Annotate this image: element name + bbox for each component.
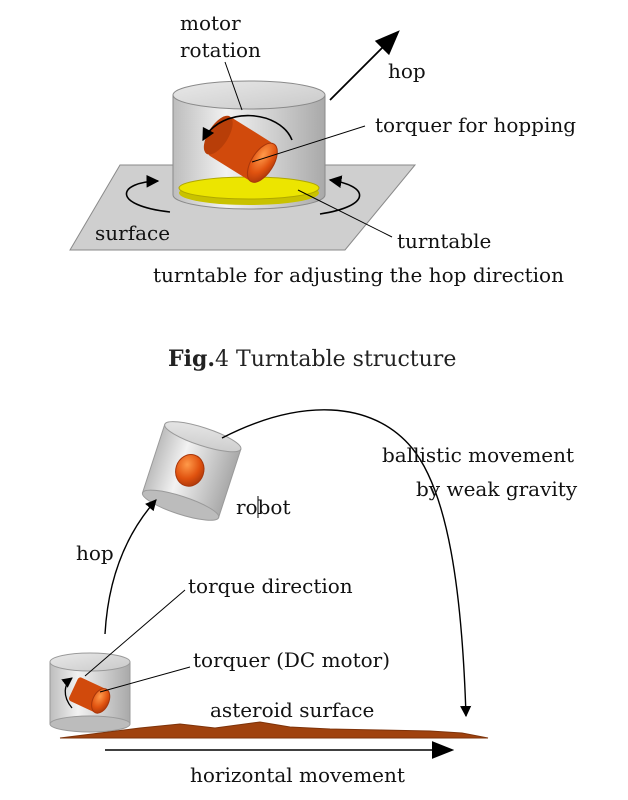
label-horizontal-movement: horizontal movement — [190, 763, 405, 787]
airborne-robot — [141, 421, 242, 521]
label-hop-bottom: hop — [76, 541, 114, 565]
torquer-for-hopping — [203, 115, 278, 183]
hop-arrow — [329, 30, 400, 101]
ballistic-trajectory-arrow — [221, 409, 472, 718]
label-rotation: rotation — [180, 38, 261, 62]
turntable-rotation-arrow-left — [125, 174, 171, 213]
leader-turntable — [297, 189, 393, 238]
label-torquer-for-hopping: torquer for hopping — [375, 113, 576, 137]
label-turntable: turntable — [397, 229, 491, 253]
caption-text: Turntable structure — [236, 347, 456, 372]
motor-rotation-arrow — [202, 114, 293, 142]
label-motor: motor — [180, 11, 241, 35]
label-surface: surface — [95, 221, 170, 245]
label-torquer-dc-motor: torquer (DC motor) — [193, 648, 390, 672]
label-ballistic-2: by weak gravity — [416, 477, 578, 501]
label-asteroid-surface: asteroid surface — [210, 698, 374, 722]
label-turntable-subtitle: turntable for adjusting the hop directio… — [153, 263, 564, 287]
leader-torque-direction — [84, 589, 186, 677]
asteroid-surface — [59, 721, 489, 739]
top-figure: motor rotation hop torquer for hopping s… — [69, 11, 576, 372]
leader-torquer — [251, 125, 366, 163]
bottom-figure: ballistic movement by weak gravity robot… — [49, 409, 578, 787]
label-robot: robot — [236, 495, 290, 519]
caption-prefix: Fig. — [168, 346, 215, 372]
ground-robot — [49, 652, 131, 733]
label-torque-direction: torque direction — [188, 574, 353, 598]
hop-trajectory-arrow — [104, 499, 157, 635]
label-ballistic-1: ballistic movement — [382, 443, 574, 467]
leader-motor-rotation — [224, 61, 243, 111]
torque-direction-arrow — [61, 677, 73, 709]
figure-caption: Fig.4 Turntable structure — [168, 346, 456, 372]
label-hop-top: hop — [388, 59, 426, 83]
leader-torquer-dc — [99, 666, 191, 693]
robot-cylinder-top — [172, 80, 326, 110]
turntable-rotation-arrow-right — [319, 175, 361, 215]
caption-number: 4 — [215, 347, 229, 372]
